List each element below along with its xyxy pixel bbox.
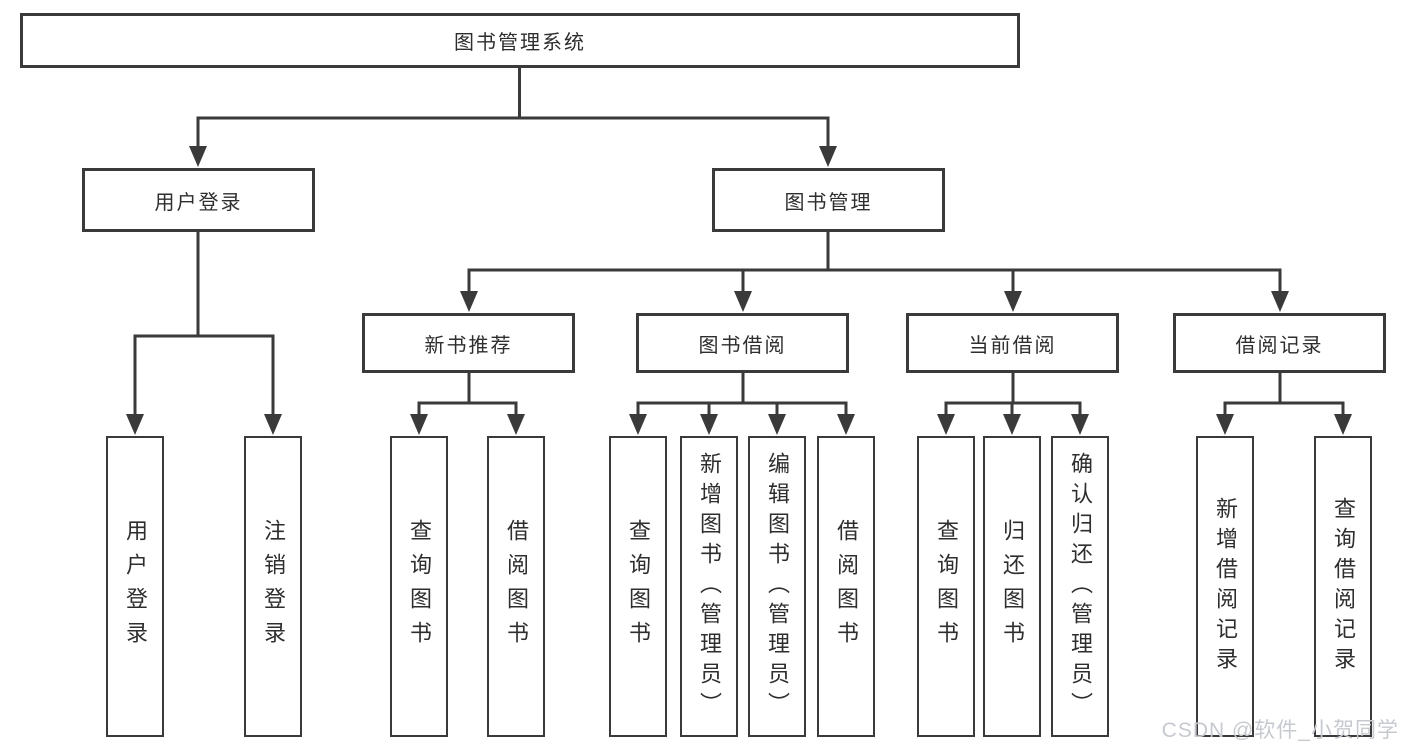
arrow-down-icon <box>264 414 282 435</box>
arrow-down-icon <box>768 414 786 435</box>
arrow-down-icon <box>1071 414 1089 435</box>
node-label: 确认归还（管理员） <box>1068 451 1093 722</box>
leaf-br-query-record: 查询借阅记录 <box>1314 436 1372 737</box>
leaf-nbr-query-books: 查询图书 <box>390 436 448 737</box>
node-new-book-recommend: 新书推荐 <box>362 313 575 373</box>
leaf-user-login: 用户登录 <box>106 436 164 737</box>
arrow-down-icon <box>1271 291 1289 312</box>
arrow-down-icon <box>460 291 478 312</box>
arrow-down-icon <box>1004 291 1022 312</box>
arrow-down-icon <box>629 414 647 435</box>
node-label: 新增借阅记录 <box>1213 496 1238 677</box>
leaf-br-add-record: 新增借阅记录 <box>1196 436 1254 737</box>
node-label: 查询借阅记录 <box>1331 496 1356 677</box>
leaf-bb-borrow-books: 借阅图书 <box>817 436 875 737</box>
arrow-down-icon <box>819 146 837 167</box>
leaf-nbr-borrow-books: 借阅图书 <box>487 436 545 737</box>
node-user-login: 用户登录 <box>82 168 315 232</box>
node-label: 图书借阅 <box>698 334 787 357</box>
node-current-borrow: 当前借阅 <box>906 313 1119 373</box>
arrow-down-icon <box>189 146 207 167</box>
node-label: 用户登录 <box>123 518 148 655</box>
arrow-down-icon <box>700 414 718 435</box>
node-label: 新书推荐 <box>424 334 513 357</box>
leaf-cb-query-books: 查询图书 <box>917 436 975 737</box>
node-label: 图书管理 <box>784 191 873 214</box>
node-label: 查询图书 <box>626 518 651 655</box>
node-label: 新增图书（管理员） <box>697 451 722 722</box>
node-label: 当前借阅 <box>968 334 1057 357</box>
node-book-borrow: 图书借阅 <box>636 313 849 373</box>
node-borrow-record: 借阅记录 <box>1173 313 1386 373</box>
node-label: 图书管理系统 <box>454 32 586 54</box>
leaf-bb-add-books-admin: 新增图书（管理员） <box>680 436 738 737</box>
leaf-bb-edit-books-admin: 编辑图书（管理员） <box>748 436 806 737</box>
node-label: 归还图书 <box>1000 518 1025 655</box>
node-label: 查询图书 <box>407 518 432 655</box>
arrow-down-icon <box>937 414 955 435</box>
leaf-logout: 注销登录 <box>244 436 302 737</box>
node-label: 借阅图书 <box>834 518 859 655</box>
arrow-down-icon <box>1216 414 1234 435</box>
arrow-down-icon <box>410 414 428 435</box>
arrow-down-icon <box>837 414 855 435</box>
leaf-bb-query-books: 查询图书 <box>609 436 667 737</box>
node-book-management: 图书管理 <box>712 168 945 232</box>
node-label: 注销登录 <box>261 518 286 655</box>
node-label: 查询图书 <box>934 518 959 655</box>
leaf-cb-confirm-return-admin: 确认归还（管理员） <box>1051 436 1109 737</box>
watermark: CSDN @软件_小贺同学 <box>1161 719 1399 742</box>
node-root: 图书管理系统 <box>20 13 1020 68</box>
leaf-cb-return-books: 归还图书 <box>983 436 1041 737</box>
node-label: 借阅图书 <box>504 518 529 655</box>
arrow-down-icon <box>1003 414 1021 435</box>
arrow-down-icon <box>507 414 525 435</box>
arrow-down-icon <box>126 414 144 435</box>
node-label: 借阅记录 <box>1235 334 1324 357</box>
arrow-down-icon <box>734 291 752 312</box>
node-label: 用户登录 <box>154 191 243 214</box>
node-label: 编辑图书（管理员） <box>765 451 790 722</box>
arrow-down-icon <box>1334 414 1352 435</box>
